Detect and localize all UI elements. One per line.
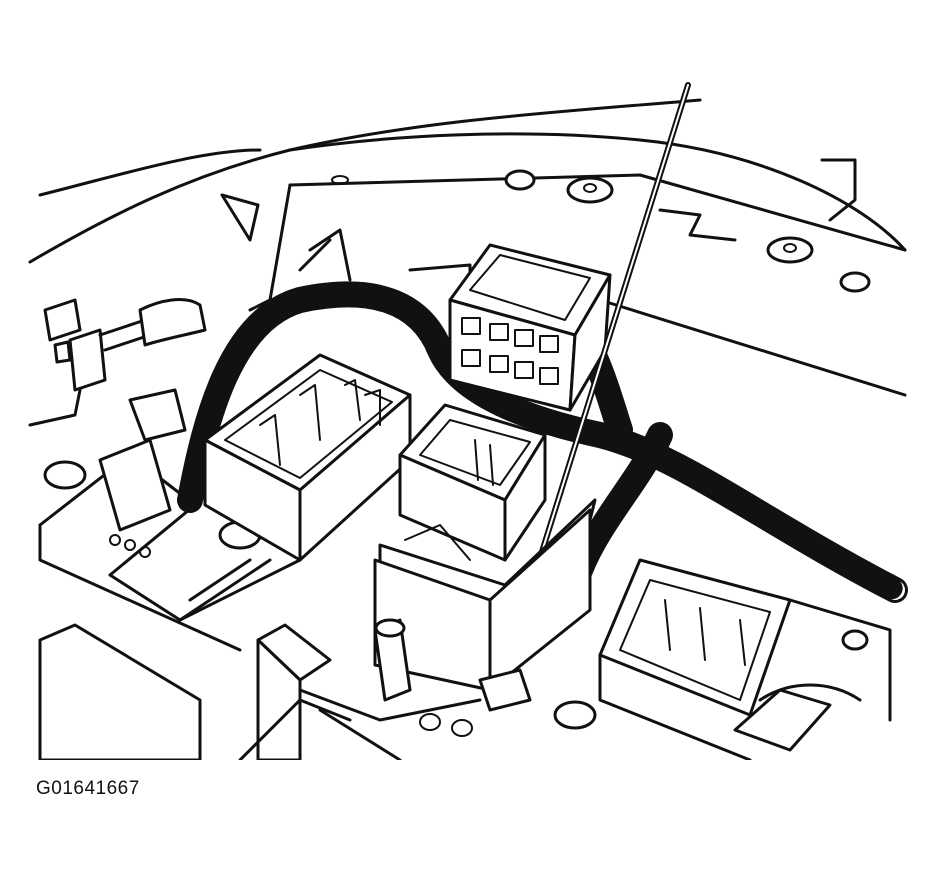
wiring-harness-illustration: [28, 82, 908, 760]
connector-pin-cavities: [461, 317, 559, 385]
lower-left-bracket: [38, 388, 302, 652]
figure-id-label: G01641667: [36, 778, 140, 799]
multi-pin-connector: [448, 243, 612, 412]
lower-center-components: [238, 618, 532, 760]
upper-panel-outline: [28, 98, 907, 397]
lower-right-bracket: [598, 558, 892, 760]
mounting-studs: [43, 169, 871, 730]
left-socket: [203, 353, 412, 562]
center-relay-socket: [373, 403, 597, 692]
left-side-connector: [28, 298, 207, 427]
lower-left-module: [38, 623, 202, 760]
